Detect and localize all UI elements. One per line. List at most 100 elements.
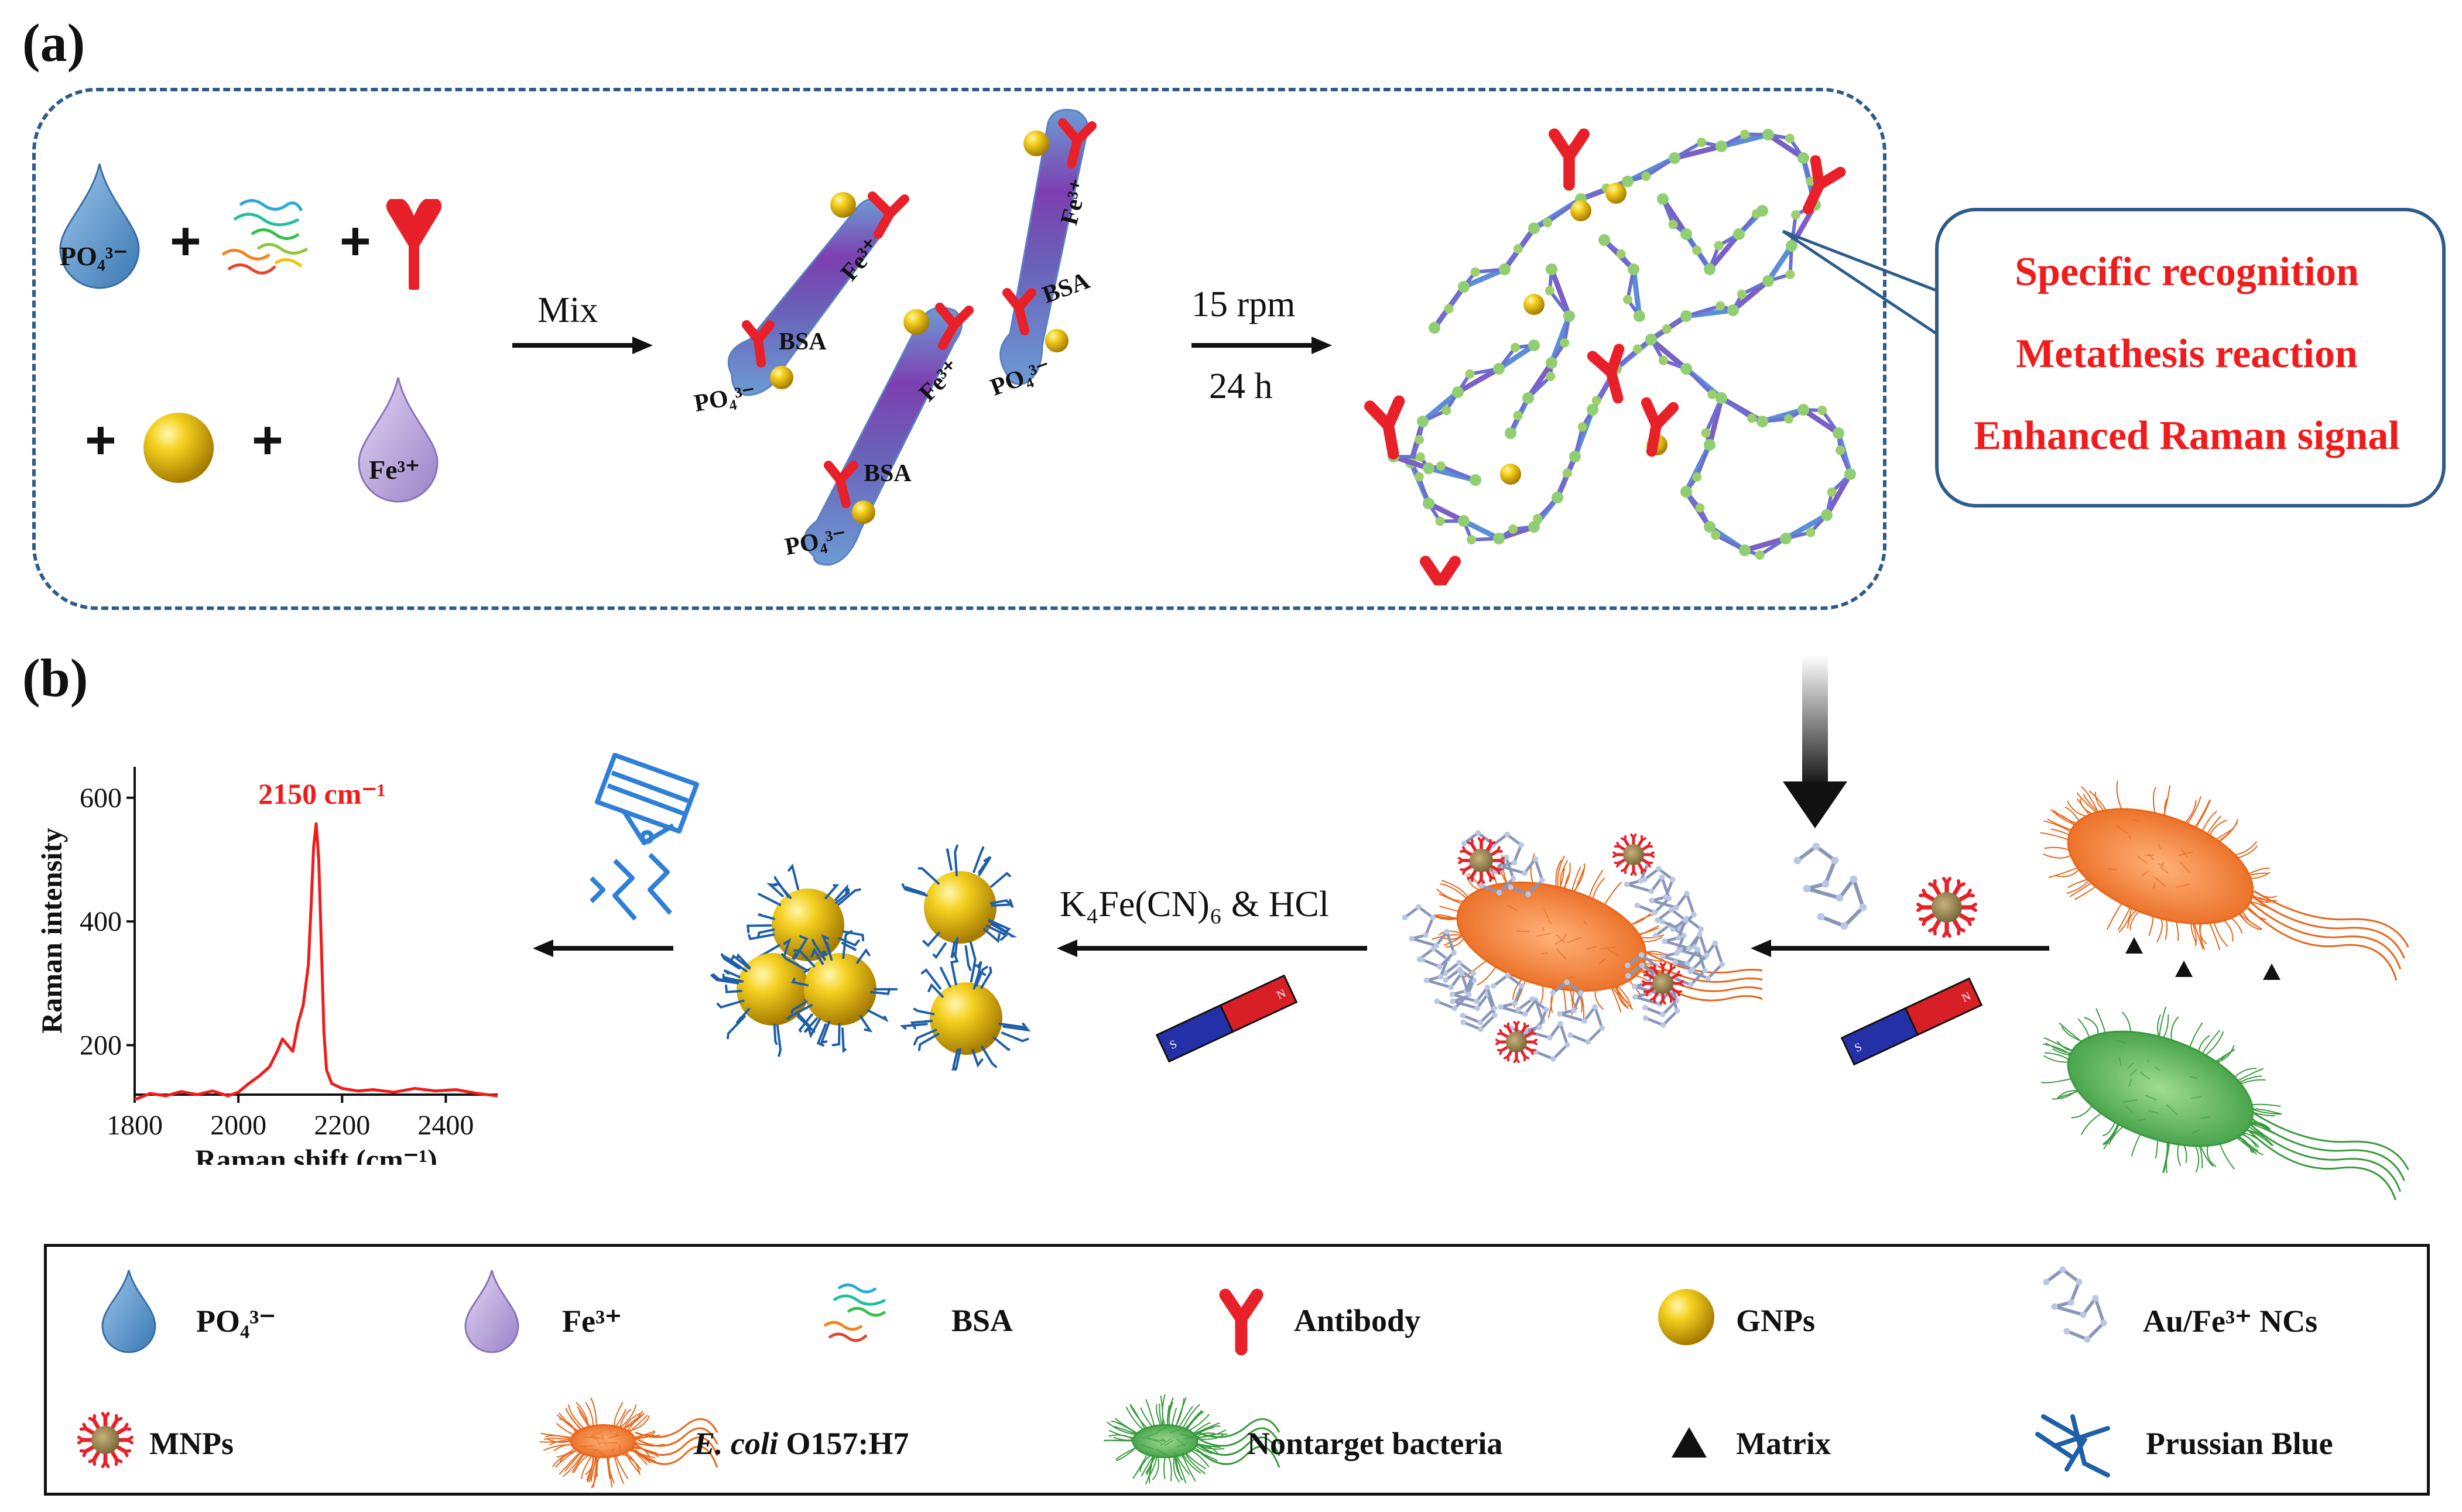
- nanocluster-node: [1465, 369, 1475, 379]
- nanocluster-link: [1720, 396, 1754, 420]
- nanocluster-link: [1684, 367, 1714, 396]
- y-axis-label: Raman intensity: [35, 828, 68, 1033]
- magnetic-nanoparticle: [1495, 1021, 1538, 1063]
- legend-box: [44, 1244, 2430, 1496]
- x-axis-label: Raman shift (cm⁻¹): [195, 1143, 437, 1165]
- nanocluster-link: [1672, 143, 1724, 161]
- nanocluster-node: [1435, 516, 1445, 526]
- gold-nanoparticle-icon: [143, 413, 214, 483]
- antibody-icon: [1587, 344, 1625, 404]
- nanocluster-link: [1765, 243, 1795, 284]
- nanocluster-node: [1505, 427, 1516, 439]
- complex-rod: [727, 191, 909, 396]
- antibody-icon: [1641, 397, 1679, 457]
- ecoli-bacterium: [2040, 780, 2409, 980]
- gnp-prussian-blue: [781, 930, 898, 1054]
- legend-label-gnps: GNPs: [1736, 1303, 1815, 1338]
- time-arrow-label: 24 h: [1209, 366, 1273, 406]
- nanocluster-link: [1707, 231, 1742, 272]
- plus-sign: +: [252, 410, 283, 470]
- nanocluster-node: [1797, 152, 1809, 164]
- nontarget-bacterium: [2041, 1006, 2409, 1200]
- nanocluster-node: [1704, 263, 1715, 275]
- x-tick-label: 1800: [107, 1110, 163, 1141]
- nanocluster-node: [1591, 396, 1601, 406]
- nanocluster: [1642, 866, 1697, 932]
- reagent-arrow-label: K₄Fe(CN)₆ & HCl: [1060, 884, 1330, 924]
- antibody-icon: [1420, 556, 1461, 585]
- nanocluster-link: [1783, 512, 1830, 541]
- nanocluster-node: [1441, 406, 1451, 416]
- down-arrow: [1783, 656, 1847, 828]
- mix-arrow-label: Mix: [537, 290, 598, 330]
- nanocluster-node: [1692, 245, 1702, 255]
- nanocluster-node: [1528, 340, 1540, 351]
- nanocluster-node: [1704, 439, 1715, 451]
- nanocluster-node: [1756, 205, 1768, 217]
- nanocluster-node: [1783, 414, 1793, 424]
- x-tick-label: 2200: [314, 1110, 370, 1141]
- antibody-icon: [386, 199, 442, 290]
- complex-rod: [999, 109, 1097, 385]
- complex-rod: [803, 303, 974, 566]
- nanocluster-node: [1740, 129, 1749, 139]
- nanocluster-link: [1461, 518, 1502, 541]
- nanocluster-link: [1461, 266, 1508, 290]
- nanocluster-node: [1714, 241, 1724, 251]
- nanocluster-small-icon: [1793, 843, 1867, 930]
- nanocluster-link: [1439, 464, 1477, 482]
- readout-arrow: [533, 940, 673, 957]
- nanocluster-link: [1718, 132, 1771, 149]
- nanocluster-link: [1426, 500, 1467, 524]
- nanocluster-node: [1715, 301, 1725, 311]
- peak-annotation: 2150 cm⁻¹: [258, 777, 386, 810]
- nanocluster-node: [1628, 263, 1639, 275]
- gnp-prussian-blue-cluster: [710, 844, 1031, 1071]
- nanocluster-node: [1417, 416, 1429, 427]
- nanocluster-network-graphic: [1364, 128, 1856, 585]
- nanocluster-node: [1739, 544, 1751, 556]
- callout-line-metathesis: Metathesis reaction: [2016, 331, 2358, 376]
- nanocluster-node: [1669, 152, 1680, 164]
- nanocluster-node: [1737, 289, 1747, 299]
- plus-sign: +: [170, 211, 201, 271]
- nanocluster-node: [1727, 304, 1739, 316]
- nanocluster-link: [1391, 454, 1432, 471]
- legend-label-nontarget: Nontarget bacteria: [1247, 1426, 1503, 1461]
- nanocluster-node: [1797, 404, 1809, 416]
- gold-nanoparticle: [1570, 200, 1591, 221]
- antibody-icon: [1364, 395, 1405, 460]
- nanocluster-node: [1444, 304, 1454, 314]
- nanocluster-node: [1563, 310, 1575, 322]
- nanocluster: [1550, 979, 1605, 1045]
- nanocluster-node: [1755, 550, 1765, 560]
- nanocluster-node: [1641, 172, 1651, 181]
- callout-connector: [1782, 229, 1951, 344]
- nanocluster-link: [1496, 342, 1537, 372]
- nanocluster-node: [1662, 324, 1672, 334]
- mix-arrow: [512, 337, 653, 354]
- nanocluster-node: [1747, 413, 1757, 423]
- panel-a-label: (a): [22, 13, 85, 73]
- magnetic-nanoparticle: [1916, 877, 1977, 938]
- nanocluster-node: [1657, 193, 1669, 205]
- legend-label-iron: Fe³⁺: [562, 1304, 622, 1339]
- nanocluster-node: [1546, 357, 1557, 369]
- nanocluster-link: [1648, 337, 1689, 372]
- nanocluster-node: [1528, 222, 1540, 234]
- nanocluster-node: [1762, 275, 1774, 287]
- nanocluster-node: [1680, 363, 1692, 375]
- nanocluster-node: [1786, 240, 1797, 252]
- nanocluster-link: [1704, 396, 1723, 435]
- magnet-icon: S N: [1840, 977, 1983, 1066]
- magnetic-nanoparticle-icon: [1916, 877, 1977, 938]
- plus-sign: +: [340, 211, 371, 271]
- gnp-prussian-blue: [901, 844, 1018, 971]
- nanocluster: [1655, 907, 1710, 972]
- nanocluster-node: [1414, 472, 1424, 482]
- nanocluster-node: [1680, 486, 1692, 498]
- nanocluster: [1515, 996, 1570, 1062]
- bsa-protein-icon: [221, 199, 309, 275]
- nanocluster-node: [1821, 509, 1833, 521]
